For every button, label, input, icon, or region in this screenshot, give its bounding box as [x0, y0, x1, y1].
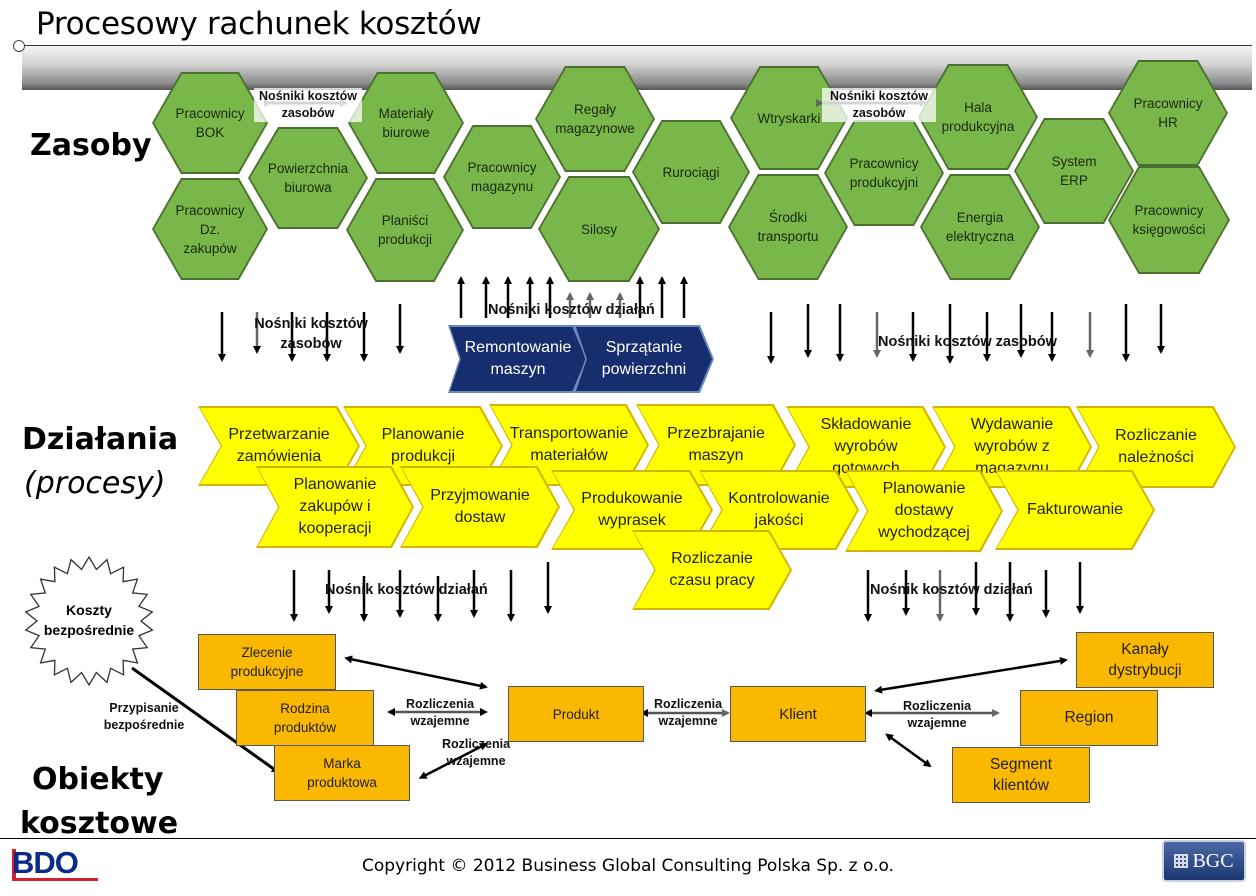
activity-rozliczanie-czasu-pracy: Rozliczanie czasu pracy — [632, 530, 792, 610]
activity-fakturowanie: Fakturowanie — [995, 470, 1155, 550]
cost-object-marka-produktowa: Marka produktowa — [274, 745, 410, 801]
label-przypisanie-bezposrednie: Przypisanie bezpośrednie — [103, 701, 185, 732]
activity-label: Planowanie dostawy wychodzącej — [847, 472, 1001, 550]
activity-arrows-right — [864, 562, 1084, 622]
resource-materialy-biurowe: Materiały biurowe — [348, 72, 464, 174]
support-sprzatanie-powierzchni: Sprzątanie powierzchni — [574, 325, 714, 393]
activity-planowanie-zakupow: Planowanie zakupów i kooperacji — [256, 466, 414, 548]
activity-arrows-left — [290, 562, 552, 622]
resource-label: Pracownicy Dz. zakupów — [154, 180, 266, 278]
resource-hala-produkcyjna: Hala produkcyjna — [918, 64, 1038, 170]
support-label: Sprzątanie powierzchni — [576, 327, 712, 391]
cost-object-produkt: Produkt — [508, 686, 644, 742]
label-rozliczenia-wzajemne: Rozliczenia wzajemne — [405, 697, 475, 728]
burst-shape — [24, 555, 154, 687]
cost-object-segment-klientow: Segment klientów — [952, 747, 1090, 803]
section-kosztowe: kosztowe — [20, 806, 179, 841]
cost-object-region: Region — [1020, 690, 1158, 746]
activity-label: Rozliczanie czasu pracy — [634, 532, 790, 608]
activity-przyjmowanie-dostaw: Przyjmowanie dostaw — [400, 466, 560, 548]
section-dzialania: Działania — [22, 422, 179, 457]
cost-object-label: Rodzina produktów — [273, 701, 337, 735]
resource-label: Rurociągi — [634, 122, 748, 222]
cost-object-rodzina-produktow: Rodzina produktów — [236, 690, 374, 746]
cost-object-kanaly-dystrybucji: Kanały dystrybucji — [1076, 632, 1214, 688]
copyright-text: Copyright © 2012 Business Global Consult… — [361, 856, 895, 876]
up-arrows-center — [457, 276, 688, 318]
cost-object-label: Klient — [779, 705, 817, 723]
label-koszty-bezposrednie: Koszty bezpośrednie — [43, 602, 135, 638]
cost-object-zlecenie-produkcyjne: Zlecenie produkcyjne — [198, 634, 336, 690]
bgc-logo: BGC — [1162, 840, 1246, 882]
label-rozliczenia-wzajemne: Rozliczenia wzajemne — [653, 697, 723, 728]
bdo-logo-bar — [12, 849, 16, 879]
page-title: Procesowy rachunek kosztów — [36, 6, 482, 42]
resource-system-erp: System ERP — [1014, 118, 1134, 224]
section-zasoby: Zasoby — [30, 128, 152, 163]
bdo-logo-underline — [12, 878, 98, 881]
down-arrows-left — [218, 304, 404, 362]
cost-object-label: Zlecenie produkcyjne — [230, 645, 304, 679]
bdo-logo: BDO — [12, 845, 79, 880]
resource-label: Pracownicy magazynu — [445, 127, 559, 227]
support-remontowanie-maszyn: Remontowanie maszyn — [448, 325, 588, 393]
down-arrows-right — [767, 304, 1165, 364]
support-label: Remontowanie maszyn — [450, 327, 586, 391]
bgc-logo-text: BGC — [1192, 849, 1234, 872]
resource-pracownicy-ksiegowosci: Pracownicy księgowości — [1108, 166, 1230, 274]
title-bar-dot — [13, 40, 25, 52]
cost-object-label: Region — [1064, 709, 1114, 726]
cost-object-klient: Klient — [730, 686, 866, 742]
cost-object-arrows — [131, 655, 1068, 779]
footer-line — [0, 838, 1256, 839]
cost-object-label: Marka produktowa — [307, 756, 377, 790]
label-nosniki-zasobow-small-right: Nośniki kosztów zasobów — [822, 88, 936, 122]
label-nosnik-dzialan-right: Nośnik kosztów działań — [870, 582, 1033, 598]
resource-powierzchnia-biurowa: Powierzchnia biurowa — [248, 127, 368, 229]
label-nosnik-dzialan-left: Nośnik kosztów działań — [325, 582, 488, 598]
resource-label: Powierzchnia biurowa — [250, 129, 366, 227]
activity-planowanie-dostawy: Planowanie dostawy wychodzącej — [845, 470, 1003, 552]
resource-rurociagi: Rurociągi — [632, 120, 750, 224]
bgc-grid-icon — [1174, 854, 1189, 868]
cost-object-label: Segment klientów — [989, 756, 1053, 794]
resource-label: System ERP — [1016, 120, 1132, 222]
resource-label: Pracownicy BOK — [154, 74, 266, 172]
label-nosniki-zasobow-small-left: Nośniki kosztów zasobów — [254, 88, 362, 122]
title-bar-line — [23, 45, 1252, 46]
cost-object-label: Kanały dystrybucji — [1108, 641, 1182, 679]
resource-pracownicy-dz-zakupow: Pracownicy Dz. zakupów — [152, 178, 268, 280]
label-nosniki-zasobow-left: Nośniki kosztów zasobów — [254, 316, 368, 352]
label-rozliczenia-wzajemne: Rozliczenia wzajemne — [902, 699, 972, 730]
resource-label: Silosy — [540, 178, 658, 280]
activity-label: Planowanie zakupów i kooperacji — [258, 468, 412, 546]
koszty-bezposrednie-burst — [24, 555, 154, 687]
activity-label: Przyjmowanie dostaw — [402, 468, 558, 546]
section-obiekty: Obiekty — [32, 762, 164, 797]
activity-label: Fakturowanie — [997, 472, 1153, 548]
cost-object-label: Produkt — [552, 706, 600, 722]
label-rozliczenia-wzajemne: Rozliczenia wzajemne — [441, 737, 511, 768]
label-nosniki-dzialan: Nośniki kosztów działań — [488, 302, 655, 318]
label-nosniki-zasobow-right: Nośniki kosztów zasobów — [878, 334, 1057, 350]
resource-label: Pracownicy HR — [1110, 62, 1226, 164]
section-dzialania-sub: (procesy) — [24, 466, 166, 501]
resource-pracownicy-produkcyjni: Pracownicy produkcyjni — [824, 120, 944, 226]
